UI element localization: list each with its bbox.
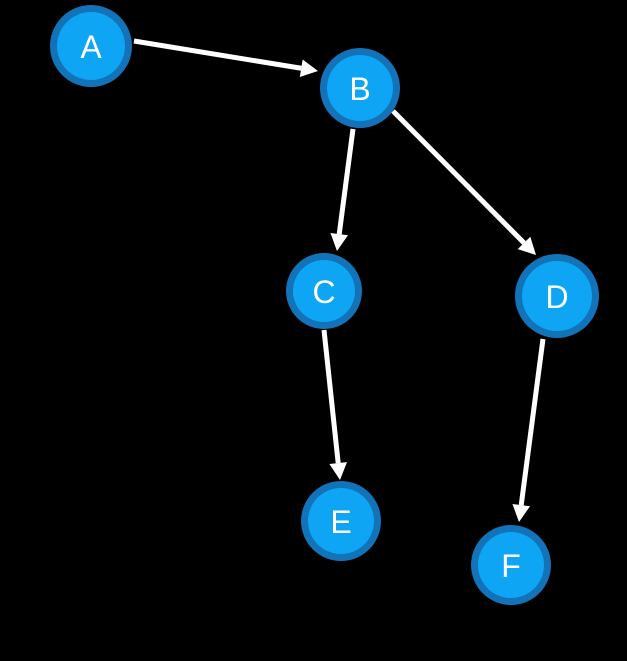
node-fill xyxy=(293,260,355,322)
node-b[interactable]: B xyxy=(320,48,400,128)
arrowhead-icon xyxy=(299,59,318,77)
edge-line xyxy=(391,109,526,245)
node-fill xyxy=(57,12,125,80)
edges-layer xyxy=(133,38,546,522)
node-label: C xyxy=(312,274,335,310)
node-fill xyxy=(522,261,592,331)
arrowhead-icon xyxy=(517,236,536,255)
edge-line xyxy=(336,128,356,235)
arrowhead-icon xyxy=(330,232,348,251)
edge-line xyxy=(133,38,302,71)
arrowhead-icon xyxy=(512,503,530,522)
node-label: F xyxy=(501,548,521,584)
node-label: A xyxy=(80,29,102,65)
edge-b-to-c[interactable] xyxy=(330,128,356,251)
node-label: D xyxy=(545,279,568,315)
edge-d-to-f[interactable] xyxy=(512,338,546,522)
nodes-layer: A B C D E F xyxy=(50,5,599,605)
node-label: B xyxy=(349,71,370,107)
node-fill xyxy=(308,488,374,554)
edge-line xyxy=(518,338,546,506)
node-fill xyxy=(327,55,393,121)
edge-a-to-b[interactable] xyxy=(133,38,318,77)
edge-b-to-d[interactable] xyxy=(391,109,536,255)
node-fill xyxy=(478,532,544,598)
edge-c-to-e[interactable] xyxy=(321,329,347,480)
node-label: E xyxy=(330,504,351,540)
node-e[interactable]: E xyxy=(301,481,381,561)
node-f[interactable]: F xyxy=(471,525,551,605)
edge-line xyxy=(321,329,341,464)
arrowhead-icon xyxy=(329,462,347,480)
node-a[interactable]: A xyxy=(50,5,132,87)
node-c[interactable]: C xyxy=(286,253,362,329)
node-d[interactable]: D xyxy=(515,254,599,338)
